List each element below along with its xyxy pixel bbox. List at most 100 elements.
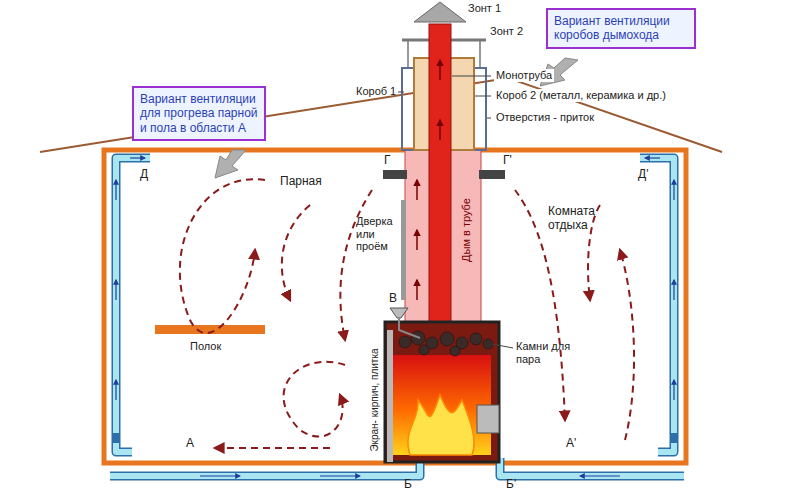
point-label: А — [186, 437, 194, 451]
smoke-arrow — [417, 60, 440, 300]
water-funnel — [399, 318, 420, 338]
stones — [440, 332, 454, 346]
airflow-arrow — [673, 380, 674, 400]
air-circulation — [284, 362, 345, 437]
chimney-box — [479, 40, 481, 68]
part-label: Монотруба — [494, 69, 554, 82]
stones — [399, 336, 411, 348]
part-label: Экран- кирпич, плитка — [369, 348, 381, 451]
part-label: Дверка или проём — [356, 215, 400, 253]
air-circulation — [620, 250, 634, 440]
stones — [470, 333, 482, 345]
chimney-box — [407, 40, 409, 68]
stove — [387, 330, 393, 462]
air-circulation — [588, 205, 600, 300]
airflow-arrow — [320, 475, 360, 476]
point-label: Д' — [638, 168, 648, 182]
smoke-arrow — [439, 120, 441, 140]
leader-line — [492, 344, 513, 348]
airflow-arrow — [130, 157, 145, 158]
stones — [419, 345, 429, 355]
airflow-arrow — [115, 380, 116, 400]
point-label: Б — [404, 478, 412, 492]
air-duct — [110, 458, 420, 476]
leader-line — [475, 96, 491, 97]
roof-line — [40, 78, 722, 152]
air-duct — [670, 433, 678, 443]
point-label: А' — [566, 437, 576, 451]
airflow-arrow — [673, 280, 674, 300]
callout-text: Вариант вентиляции для прогрева парной и… — [134, 88, 264, 139]
air-duct — [110, 158, 684, 476]
house-wall — [104, 150, 686, 463]
part-label: Зонт 1 — [468, 2, 501, 15]
part-label: Полок — [190, 340, 221, 353]
smoke-arrow — [439, 60, 441, 80]
air-duct — [110, 458, 420, 476]
air-duct — [640, 158, 674, 452]
airflow-arrow — [115, 280, 116, 300]
room-label: Комната отдыха — [548, 205, 628, 233]
air-duct — [116, 158, 150, 452]
airflow-arrow — [580, 475, 620, 476]
point-label: Г' — [503, 154, 512, 168]
monotube — [429, 24, 451, 334]
smoke-arrow — [416, 280, 418, 300]
chimney-cap — [414, 2, 466, 22]
air-circulation — [340, 190, 372, 340]
part-label: Отверстия - приток — [494, 111, 596, 124]
roof-line — [40, 78, 722, 152]
door — [401, 200, 406, 300]
house-wall — [104, 150, 686, 463]
door — [401, 200, 406, 300]
stove — [385, 322, 499, 462]
callout-box: Вариант вентиляции для прогрева парной и… — [132, 86, 266, 141]
air-circulation — [215, 447, 330, 449]
point-label: Б' — [506, 478, 516, 492]
smoke-arrow — [416, 180, 418, 200]
airflow-arrow — [200, 475, 240, 476]
air-circulation — [282, 205, 310, 300]
callout-pointer — [215, 150, 246, 178]
point-label: Г — [384, 154, 391, 168]
callout-box: Вариант вентиляции коробов дымохода — [546, 8, 696, 49]
stove — [385, 322, 499, 462]
leader-line — [398, 92, 404, 93]
air-duct — [500, 458, 684, 476]
air-duct — [640, 158, 674, 452]
airflow-arrow — [115, 180, 116, 200]
stones — [450, 346, 460, 356]
part-label: Камни для пара — [516, 340, 576, 365]
stones — [483, 339, 493, 349]
part-label: Зонт 2 — [490, 25, 523, 38]
room-label: Парная — [280, 175, 322, 189]
point-label: Д — [140, 168, 148, 182]
air-circulation — [180, 179, 634, 448]
chimney-channel — [479, 170, 505, 179]
part-label: Короб 2 (металл, керамика и др.) — [494, 89, 668, 102]
airflow-arrow — [645, 157, 660, 158]
monotube — [429, 24, 451, 334]
callout-text: Вариант вентиляции коробов дымохода — [548, 10, 694, 47]
water-funnel — [390, 308, 408, 318]
leader-line — [487, 118, 491, 119]
part-label: Короб 1 — [356, 85, 396, 98]
air-duct — [112, 433, 120, 443]
air-duct — [116, 158, 150, 452]
air-circulation — [180, 179, 265, 333]
airflow-arrow — [116, 158, 674, 476]
chimney-channel — [383, 170, 407, 179]
chimney-label: Дым в трубе — [460, 198, 473, 262]
chimney-cap — [414, 2, 466, 22]
stove — [477, 405, 499, 433]
point-label: В — [389, 292, 397, 306]
air-duct — [500, 458, 684, 476]
airflow-arrow — [673, 180, 674, 200]
stove — [408, 395, 474, 455]
water-funnel — [390, 308, 420, 338]
leader-line — [452, 76, 491, 77]
smoke-arrow — [416, 230, 418, 250]
stove — [393, 355, 491, 455]
